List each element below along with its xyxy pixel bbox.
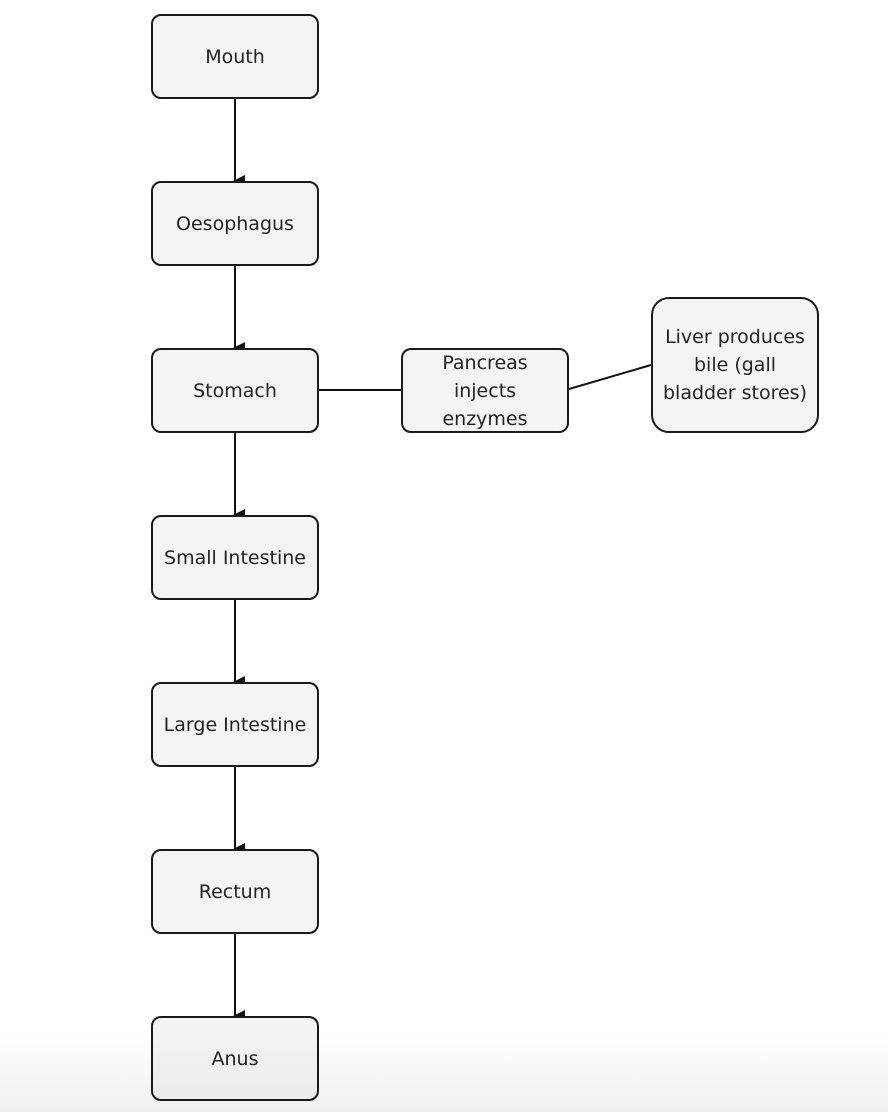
edge-pancreas-liver: [568, 364, 652, 390]
node-oesophagus: Oesophagus: [151, 181, 319, 266]
node-mouth: Mouth: [151, 14, 319, 99]
node-label: Mouth: [205, 45, 265, 68]
node-large-intestine: Large Intestine: [151, 682, 319, 767]
node-label: Large Intestine: [163, 713, 307, 736]
node-pancreas: Pancreas injects enzymes: [401, 348, 569, 433]
node-liver: Liver produces bile (gall bladder stores…: [651, 297, 819, 433]
node-label: Small Intestine: [164, 546, 306, 569]
node-label: Stomach: [193, 379, 277, 402]
node-label: Pancreas injects enzymes: [442, 351, 528, 430]
node-label: Liver produces bile (gall bladder stores…: [662, 326, 807, 404]
node-anus: Anus: [151, 1016, 319, 1101]
node-label: Oesophagus: [176, 212, 294, 235]
node-small-intestine: Small Intestine: [151, 515, 319, 600]
node-label: Rectum: [198, 880, 272, 903]
node-rectum: Rectum: [151, 849, 319, 934]
node-label: Anus: [211, 1047, 259, 1070]
node-stomach: Stomach: [151, 348, 319, 433]
